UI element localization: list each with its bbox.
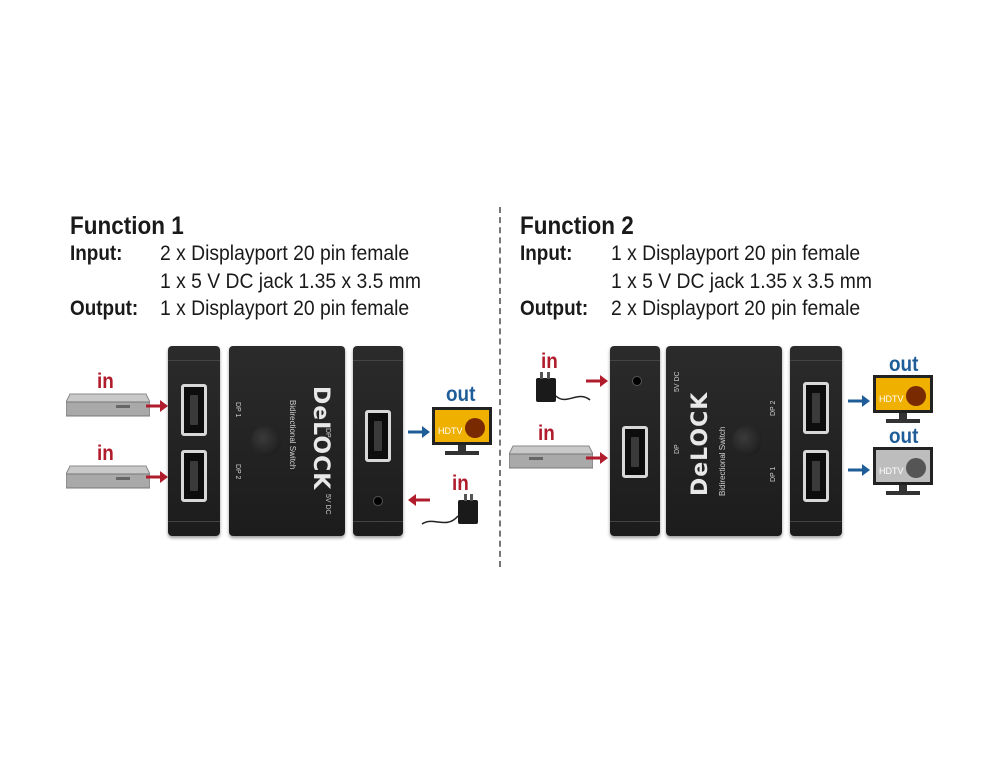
in-label: in	[97, 442, 114, 465]
arrow-icon	[146, 400, 168, 412]
input-line: 1 x 5 V DC jack 1.35 x 3.5 mm	[611, 270, 872, 293]
switch-output-side	[790, 346, 842, 536]
switch-button[interactable]	[251, 426, 281, 456]
output-label: Output:	[70, 297, 139, 320]
dc-jack	[373, 496, 383, 506]
input-line: 1 x Displayport 20 pin female	[611, 242, 861, 265]
function-2-panel: Function 2 Input: 1 x Displayport 20 pin…	[500, 0, 1000, 767]
port-label: 5V DC	[324, 494, 331, 515]
port-label: DP 2	[234, 464, 241, 480]
port-label: DP 1	[234, 402, 241, 418]
arrow-icon	[408, 494, 430, 506]
brand-logo: DeLOCK	[688, 391, 713, 496]
device-subtitle: Bidirectional Switch	[718, 426, 727, 496]
function-title: Function 1	[70, 212, 184, 240]
laptop-icon	[66, 393, 150, 417]
output-line: 1 x Displayport 20 pin female	[160, 297, 410, 320]
port-label: DP	[324, 428, 331, 438]
input-line: 1 x 5 V DC jack 1.35 x 3.5 mm	[160, 270, 421, 293]
brand-logo: DeLOCK	[308, 386, 333, 491]
switch-top-face: DP 1 DP 2 DeLOCK Bidirectional Switch DP…	[229, 346, 345, 536]
arrow-icon	[586, 375, 608, 387]
arrow-icon	[408, 426, 430, 438]
out-label: out	[446, 383, 476, 406]
dp-port	[181, 384, 207, 436]
output-label: Output:	[520, 297, 589, 320]
device-subtitle: Bidirectional Switch	[288, 400, 297, 470]
port-label: 5V DC	[674, 371, 681, 392]
dp-port	[365, 410, 391, 462]
arrow-icon	[586, 452, 608, 464]
dp-port	[181, 450, 207, 502]
laptop-icon	[66, 465, 150, 489]
port-label: DP 1	[770, 466, 777, 482]
in-label: in	[541, 350, 558, 373]
power-adapter-icon	[421, 494, 478, 525]
hdtv-icon: HDTV	[873, 375, 933, 423]
function-1-panel: Function 1 Input: 2 x Displayport 20 pin…	[66, 212, 492, 536]
panel-divider	[499, 207, 501, 567]
input-line: 2 x Displayport 20 pin female	[160, 242, 410, 265]
out-label: out	[889, 425, 919, 448]
input-label: Input:	[70, 242, 123, 265]
function-title: Function 2	[520, 212, 634, 240]
port-label: DP	[674, 444, 681, 454]
power-adapter-icon	[536, 372, 591, 402]
tv-screen-text: HDTV	[438, 426, 463, 436]
switch-input-side	[610, 346, 660, 536]
input-label: Input:	[520, 242, 573, 265]
arrow-icon	[146, 471, 168, 483]
port-label: DP 2	[770, 400, 777, 416]
tv-screen-text: HDTV	[879, 394, 904, 404]
output-line: 2 x Displayport 20 pin female	[611, 297, 861, 320]
switch-input-side	[168, 346, 220, 536]
switch-top-face: 5V DC DP DeLOCK Bidirectional Switch DP …	[666, 346, 782, 536]
arrow-icon	[848, 464, 870, 476]
arrow-icon	[848, 395, 870, 407]
hdtv-icon: HDTV	[873, 447, 933, 495]
hdtv-icon: HDTV	[432, 407, 492, 455]
dp-port	[803, 450, 829, 502]
out-label: out	[889, 353, 919, 376]
laptop-icon	[509, 445, 593, 469]
dp-port	[803, 382, 829, 434]
in-label: in	[97, 370, 114, 393]
switch-output-side	[353, 346, 403, 536]
in-label: in	[452, 472, 469, 495]
switch-button[interactable]	[732, 426, 762, 456]
tv-screen-text: HDTV	[879, 466, 904, 476]
dc-jack	[632, 376, 642, 386]
in-label: in	[538, 422, 555, 445]
dp-port	[622, 426, 648, 478]
